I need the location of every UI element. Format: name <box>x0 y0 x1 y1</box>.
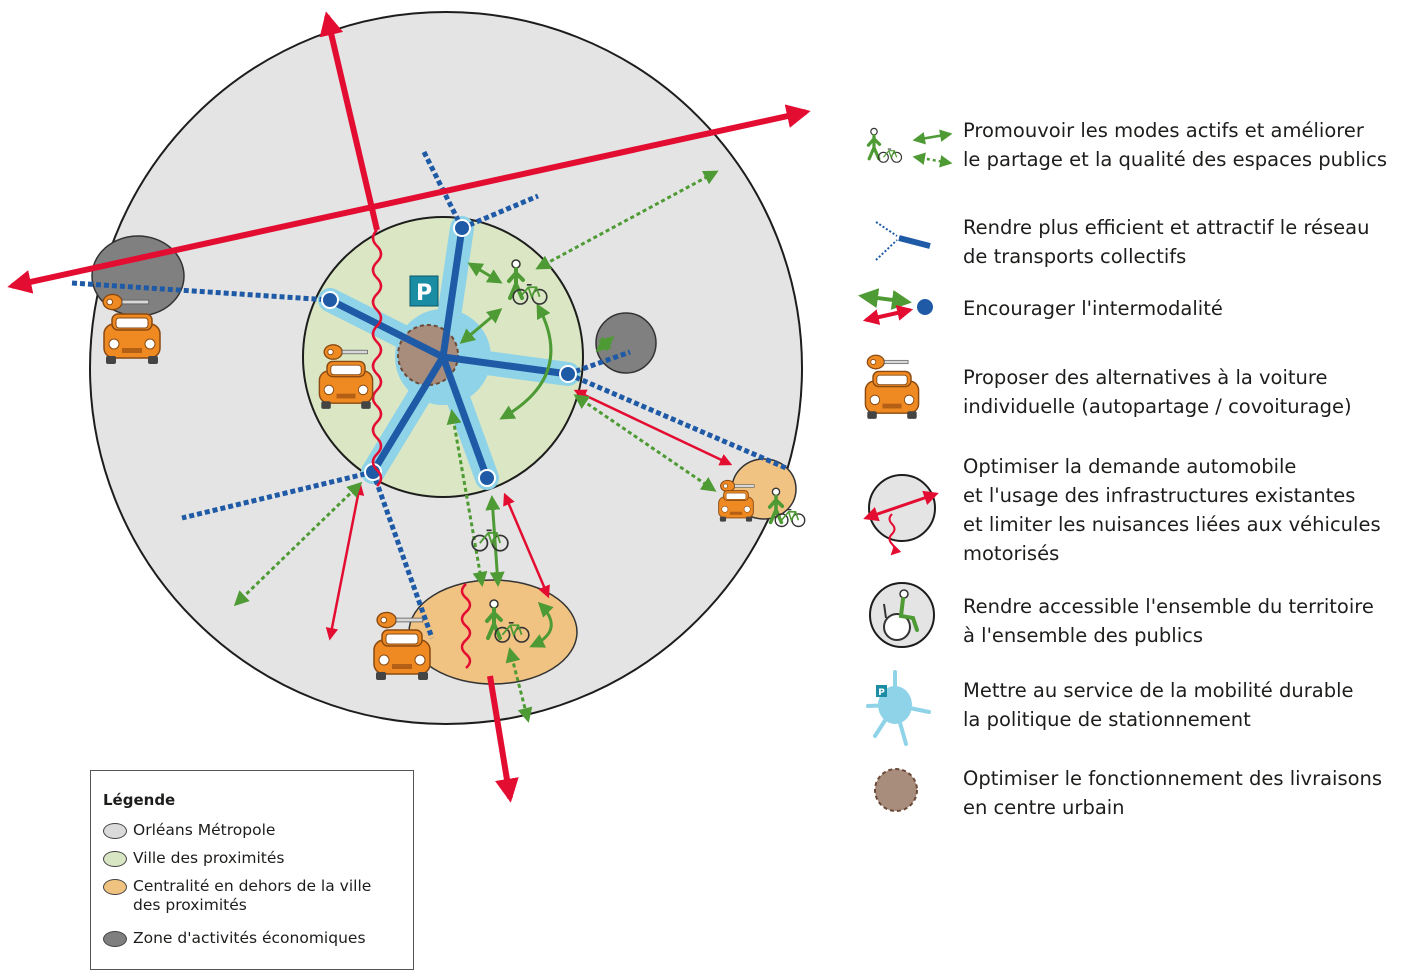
legend-text-intermodal: Encourager l'intermodalité <box>963 297 1223 320</box>
swatch-centralite <box>103 879 127 895</box>
active-dashed <box>233 170 719 723</box>
legend-text-accessibility: Rendre accessible l'ensemble du territoi… <box>963 595 1374 647</box>
legend-carshare-icon <box>864 354 920 420</box>
legend-parking-icon: P <box>866 670 931 746</box>
legend-text-traffic: Optimiser la demande automobile et l'usa… <box>963 455 1381 565</box>
swatch-zae <box>103 931 127 947</box>
legend-text-active-modes: Promouvoir les modes actifs et améliorer… <box>963 119 1388 171</box>
key-title: Légende <box>103 791 176 809</box>
key-box: Légende Orléans Métropole Ville des prox… <box>90 770 414 970</box>
legend-text-transit: Rendre plus efficient et attractif le ré… <box>963 216 1370 268</box>
legend-wheelchair-icon <box>869 582 935 648</box>
key-label-centralite: Centralité en dehors de la ville des pro… <box>133 877 372 914</box>
swatch-proximite <box>103 851 127 867</box>
legend-text-carshare: Proposer des alternatives à la voiture i… <box>963 366 1352 418</box>
parking-sign-icon: P <box>409 275 439 307</box>
road-axes <box>7 11 811 803</box>
carshare-icon-east <box>718 479 755 523</box>
key-label-metropole: Orléans Métropole <box>133 821 276 839</box>
road-wavy <box>371 229 472 669</box>
legend-walk-bike-icon <box>866 126 903 163</box>
legend-traffic-icon <box>863 474 939 556</box>
svg-text:P: P <box>878 688 885 698</box>
key-label-zae: Zone d'activités économiques <box>133 929 366 947</box>
centralite-south <box>408 579 578 685</box>
active-solid <box>459 262 615 648</box>
legend-text-parking: Mettre au service de la mobilité durable… <box>963 679 1354 731</box>
legend-text-delivery: Optimiser le fonctionnement des livraiso… <box>963 767 1383 819</box>
legend-intermodal-icon <box>858 288 933 325</box>
parking-letter: P <box>416 281 432 306</box>
legend-delivery-icon <box>874 768 918 812</box>
legend-transit-icon <box>875 221 931 261</box>
key-label-proximite: Ville des proximités <box>133 849 285 867</box>
legend-active-arrows-icon <box>912 129 953 168</box>
swatch-metropole <box>103 823 127 839</box>
